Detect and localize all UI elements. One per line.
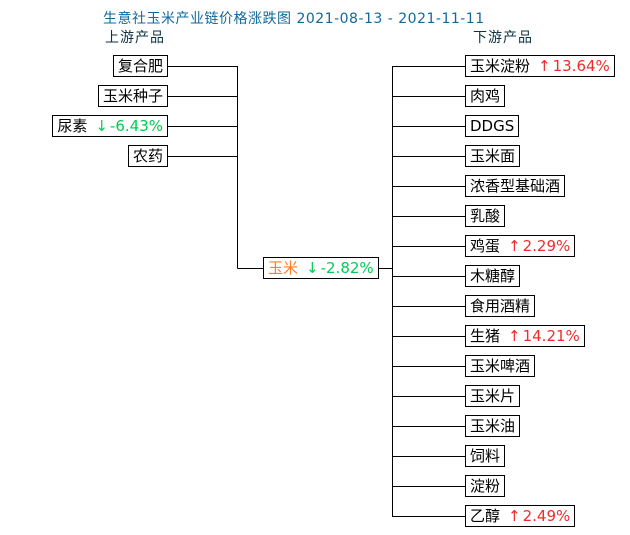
change-badge: ↓-6.43% bbox=[95, 116, 163, 136]
node-label: 肉鸡 bbox=[470, 87, 501, 105]
node-label: 尿素 bbox=[57, 117, 88, 135]
change-value: 13.64% bbox=[552, 57, 610, 75]
change-value: 2.49% bbox=[522, 507, 571, 525]
node-label: 生猪 bbox=[470, 327, 501, 345]
node-label: 复合肥 bbox=[117, 57, 163, 75]
change-value: 14.21% bbox=[522, 327, 580, 345]
downstream-node: 鸡蛋 ↑2.29% bbox=[465, 235, 576, 257]
node-label: 玉米片 bbox=[470, 387, 516, 405]
up-arrow-icon: ↑ bbox=[508, 327, 521, 345]
node-label: 饲料 bbox=[470, 447, 501, 465]
root-node: 玉米 ↓-2.82% bbox=[263, 257, 379, 279]
node-label: 浓香型基础酒 bbox=[470, 177, 561, 195]
downstream-node: 玉米片 bbox=[465, 385, 521, 407]
change-value: 2.29% bbox=[522, 237, 571, 255]
change-badge: ↑13.64% bbox=[538, 56, 610, 76]
node-label: 木糖醇 bbox=[470, 267, 516, 285]
up-arrow-icon: ↑ bbox=[508, 237, 521, 255]
downstream-node: 乳酸 bbox=[465, 205, 506, 227]
downstream-node: 玉米面 bbox=[465, 145, 521, 167]
up-arrow-icon: ↑ bbox=[538, 57, 551, 75]
node-label: 玉米面 bbox=[470, 147, 516, 165]
downstream-node: 饲料 bbox=[465, 445, 506, 467]
change-badge: ↓-2.82% bbox=[306, 258, 374, 278]
downstream-node: 木糖醇 bbox=[465, 265, 521, 287]
change-badge: ↑2.49% bbox=[508, 506, 570, 526]
downstream-node: 玉米啤酒 bbox=[465, 355, 536, 377]
upstream-node: 玉米种子 bbox=[97, 85, 168, 107]
change-badge: ↑2.29% bbox=[508, 236, 570, 256]
node-label: 玉米啤酒 bbox=[470, 357, 531, 375]
node-label: 乳酸 bbox=[470, 207, 501, 225]
downstream-node: 玉米油 bbox=[465, 415, 521, 437]
change-value: -6.43% bbox=[109, 117, 163, 135]
downstream-node: 乙醇 ↑2.49% bbox=[465, 505, 576, 527]
node-label: 淀粉 bbox=[470, 477, 501, 495]
node-label: 玉米油 bbox=[470, 417, 516, 435]
down-arrow-icon: ↓ bbox=[306, 259, 319, 277]
upstream-node: 尿素 ↓-6.43% bbox=[52, 115, 168, 137]
node-label: 玉米种子 bbox=[102, 87, 163, 105]
change-badge: ↑14.21% bbox=[508, 326, 580, 346]
downstream-node: 肉鸡 bbox=[465, 85, 506, 107]
downstream-node: 生猪 ↑14.21% bbox=[465, 325, 585, 347]
up-arrow-icon: ↑ bbox=[508, 507, 521, 525]
chart-title: 生意社玉米产业链价格涨跌图 2021-08-13 - 2021-11-11 bbox=[103, 11, 485, 27]
node-label: 玉米淀粉 bbox=[470, 57, 531, 75]
upstream-node: 复合肥 bbox=[112, 55, 168, 77]
downstream-node: 玉米淀粉 ↑13.64% bbox=[465, 55, 615, 77]
upstream-node: 农药 bbox=[127, 145, 168, 167]
downstream-node: 浓香型基础酒 bbox=[465, 175, 566, 197]
node-label: 鸡蛋 bbox=[470, 237, 501, 255]
node-label: 农药 bbox=[132, 147, 163, 165]
node-label: DDGS bbox=[470, 117, 515, 135]
downstream-node: 淀粉 bbox=[465, 475, 506, 497]
change-value: -2.82% bbox=[320, 259, 374, 277]
node-label: 玉米 bbox=[268, 259, 299, 277]
downstream-node: 食用酒精 bbox=[465, 295, 536, 317]
downstream-section-label: 下游产品 bbox=[473, 30, 533, 46]
node-label: 乙醇 bbox=[470, 507, 501, 525]
down-arrow-icon: ↓ bbox=[95, 117, 108, 135]
downstream-node: DDGS bbox=[465, 115, 520, 137]
upstream-section-label: 上游产品 bbox=[105, 30, 165, 46]
node-label: 食用酒精 bbox=[470, 297, 531, 315]
